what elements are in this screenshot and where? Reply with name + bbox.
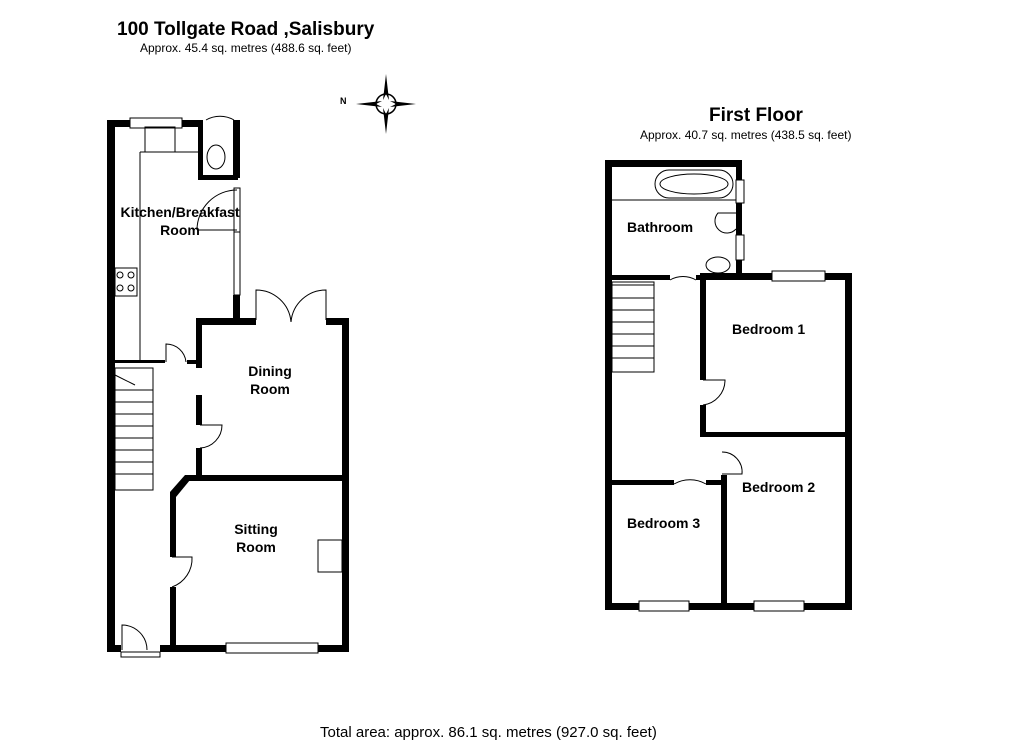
ground-floor-title: 100 Tollgate Road ,Salisbury [117,19,375,40]
room-label-bedroom-1: Bedroom 1 [732,321,806,337]
compass-icon [356,74,416,134]
room-label-line: Sitting [234,521,278,537]
ground-floor-walls [107,120,349,652]
room-label-bedroom-3: Bedroom 3 [627,515,701,531]
room-label-line: Kitchen/Breakfast [120,204,240,220]
first-floor-walls [605,160,852,610]
room-label-dining: Dining Room [230,362,310,398]
first-floor-title: First Floor [709,105,803,126]
first-floor-area: Approx. 40.7 sq. metres (438.5 sq. feet) [640,128,852,142]
room-label-line: Room [250,381,290,397]
first-floor-fixtures [611,169,826,612]
room-label-line: Dining [248,363,292,379]
room-label-bedroom-2: Bedroom 2 [742,479,816,495]
room-label-line: Room [236,539,276,555]
total-area: Total area: approx. 86.1 sq. metres (927… [320,724,657,741]
compass-north-label: N [340,96,347,106]
ground-floor-fixtures [114,115,343,658]
room-label-kitchen: Kitchen/Breakfast Room [118,203,242,239]
room-label-line: Room [160,222,200,238]
room-label-sitting: Sitting Room [216,520,296,556]
ground-floor-area: Approx. 45.4 sq. metres (488.6 sq. feet) [140,41,352,55]
room-label-bathroom: Bathroom [627,219,694,235]
